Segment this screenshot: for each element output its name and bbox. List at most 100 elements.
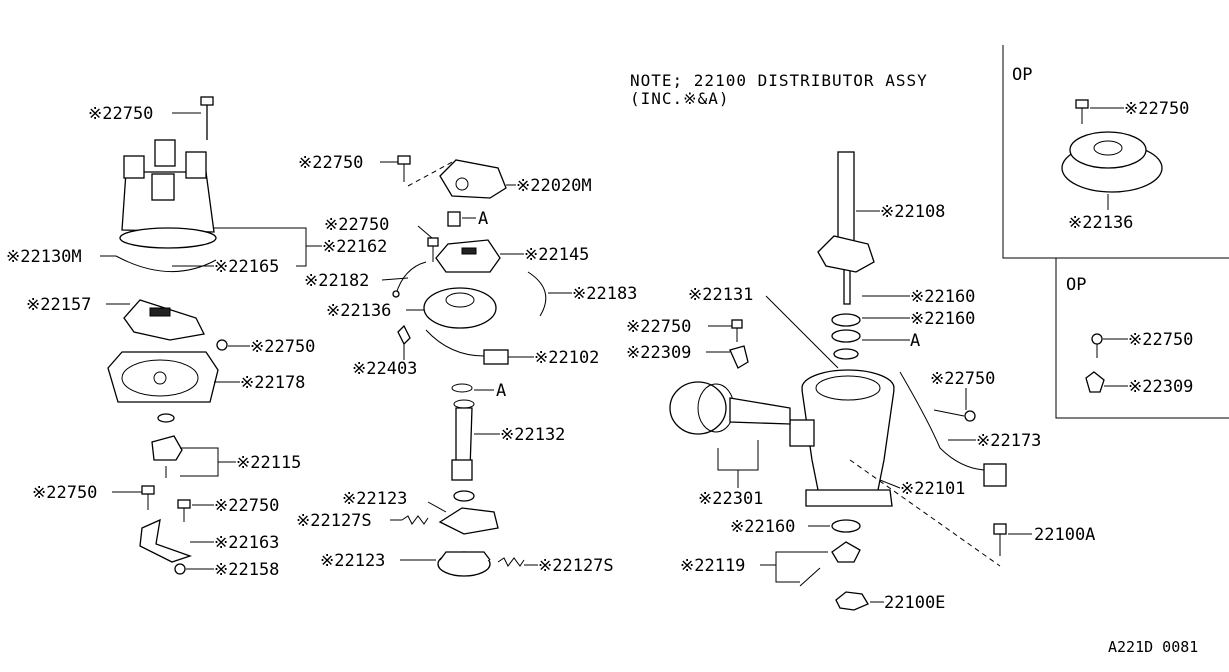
shaft-plate [817, 235, 875, 273]
label-22127S-a: ※22127S [296, 511, 372, 531]
lead-wire [392, 261, 427, 298]
spacer-a [447, 211, 461, 227]
label-22309: ※22309 [626, 343, 691, 363]
gear-22119 [799, 541, 861, 587]
label-22108: ※22108 [880, 202, 945, 222]
label-22130M: ※22130M [6, 247, 82, 267]
label-22020M: ※22020M [516, 176, 592, 196]
inset-top-label-22750: ※22750 [1124, 99, 1189, 119]
governor-cam [151, 435, 183, 478]
screw-c [397, 155, 411, 182]
bolt-a [141, 485, 155, 510]
spring-clip [527, 271, 547, 317]
label-22145: ※22145 [524, 245, 589, 265]
label-22102: ※22102 [534, 348, 599, 368]
label-22163: ※22163 [214, 533, 279, 553]
label-22100A: 22100A [1034, 525, 1095, 545]
label-22182: ※22182 [304, 271, 369, 291]
bracket-22309 [729, 345, 749, 369]
governor-weight-a [438, 507, 499, 535]
screw-d [427, 237, 439, 262]
label-22403: ※22403 [352, 359, 417, 379]
breaker-plate [423, 287, 497, 329]
cap-bolt [200, 96, 214, 140]
nut [174, 563, 186, 575]
inset-bottom: OP ※22750 ※22309 [1055, 258, 1229, 419]
inset-bottom-label-22309: ※22309 [1128, 377, 1193, 397]
label-22123-a: ※22123 [342, 489, 407, 509]
diagram-code: A221D 0081 [1108, 638, 1198, 656]
label-22301: ※22301 [698, 489, 763, 509]
governor-weight-b [437, 551, 491, 577]
label-22127S-b: ※22127S [538, 556, 614, 576]
label-22750-f: ※22750 [930, 369, 995, 389]
label-22183: ※22183 [572, 284, 637, 304]
washer-22160-a [831, 313, 861, 327]
washer-22160-c [831, 519, 861, 533]
small-washer [157, 413, 175, 423]
label-22750-c: ※22750 [298, 153, 363, 173]
label-22119: ※22119 [680, 556, 745, 576]
inset-bottom-screw [1091, 333, 1103, 358]
note-line-1: NOTE; 22100 DISTRIBUTOR ASSY [630, 71, 928, 90]
rotor-screw [216, 339, 228, 351]
label-22158: ※22158 [214, 560, 279, 580]
label-22178: ※22178 [240, 373, 305, 393]
label-22750-b: ※22750 [214, 496, 279, 516]
inset-top-title: OP [1012, 65, 1032, 85]
label-A-2: A [496, 381, 506, 401]
seal-22100E [835, 591, 869, 611]
housing-plate [107, 351, 219, 403]
spring-b [497, 557, 525, 567]
label-22750-d: ※22750 [324, 215, 389, 235]
label-22160-a: ※22160 [910, 287, 975, 307]
clamp [139, 518, 193, 563]
shaft-washer [453, 490, 475, 502]
harness [899, 371, 1007, 487]
contact-set [435, 239, 501, 273]
label-22100E: 22100E [884, 593, 945, 613]
label-22101: ※22101 [900, 479, 965, 499]
label-22750-cap: ※22750 [88, 104, 153, 124]
label-22160-b: ※22160 [910, 309, 975, 329]
inset-top-bolt [1075, 99, 1124, 124]
label-22157: ※22157 [26, 295, 91, 315]
spring-a [401, 515, 429, 525]
bolt-22100A [993, 523, 1007, 556]
inset-top: OP ※22750 ※22136 [1002, 45, 1229, 259]
label-A-3: A [910, 331, 920, 351]
snap-ring-a [451, 383, 473, 393]
label-22123-b: ※22123 [320, 551, 385, 571]
terminal [397, 324, 411, 346]
distributor-cap [115, 139, 217, 273]
snap-ring-a3 [833, 348, 859, 360]
rotor [123, 299, 205, 341]
label-22165: ※22165 [214, 257, 279, 277]
label-22750-rotor-screw: ※22750 [250, 337, 315, 357]
inset-bottom-title: OP [1066, 275, 1086, 295]
distributor-housing [789, 369, 895, 507]
label-22136: ※22136 [326, 301, 391, 321]
bolt-b [177, 499, 191, 522]
label-A-1: A [478, 209, 488, 229]
vacuum-advance [669, 381, 791, 435]
label-22131: ※22131 [688, 285, 753, 305]
label-22750-a: ※22750 [32, 483, 97, 503]
washer-22160-b [831, 329, 861, 343]
screw-e [731, 319, 743, 342]
ignition-cover [439, 159, 507, 199]
label-22750-e: ※22750 [626, 317, 691, 337]
inset-bottom-label-22750: ※22750 [1128, 330, 1193, 350]
shaft [837, 151, 855, 305]
label-22115: ※22115 [236, 453, 301, 473]
label-22162: ※22162 [322, 237, 387, 257]
inset-bottom-bracket [1085, 371, 1105, 393]
condenser [425, 329, 509, 365]
label-22160-c: ※22160 [730, 517, 795, 537]
note-line-2: (INC.※&A) [630, 89, 729, 108]
label-22173: ※22173 [976, 431, 1041, 451]
cam-shaft [451, 399, 475, 481]
label-22132: ※22132 [500, 425, 565, 445]
